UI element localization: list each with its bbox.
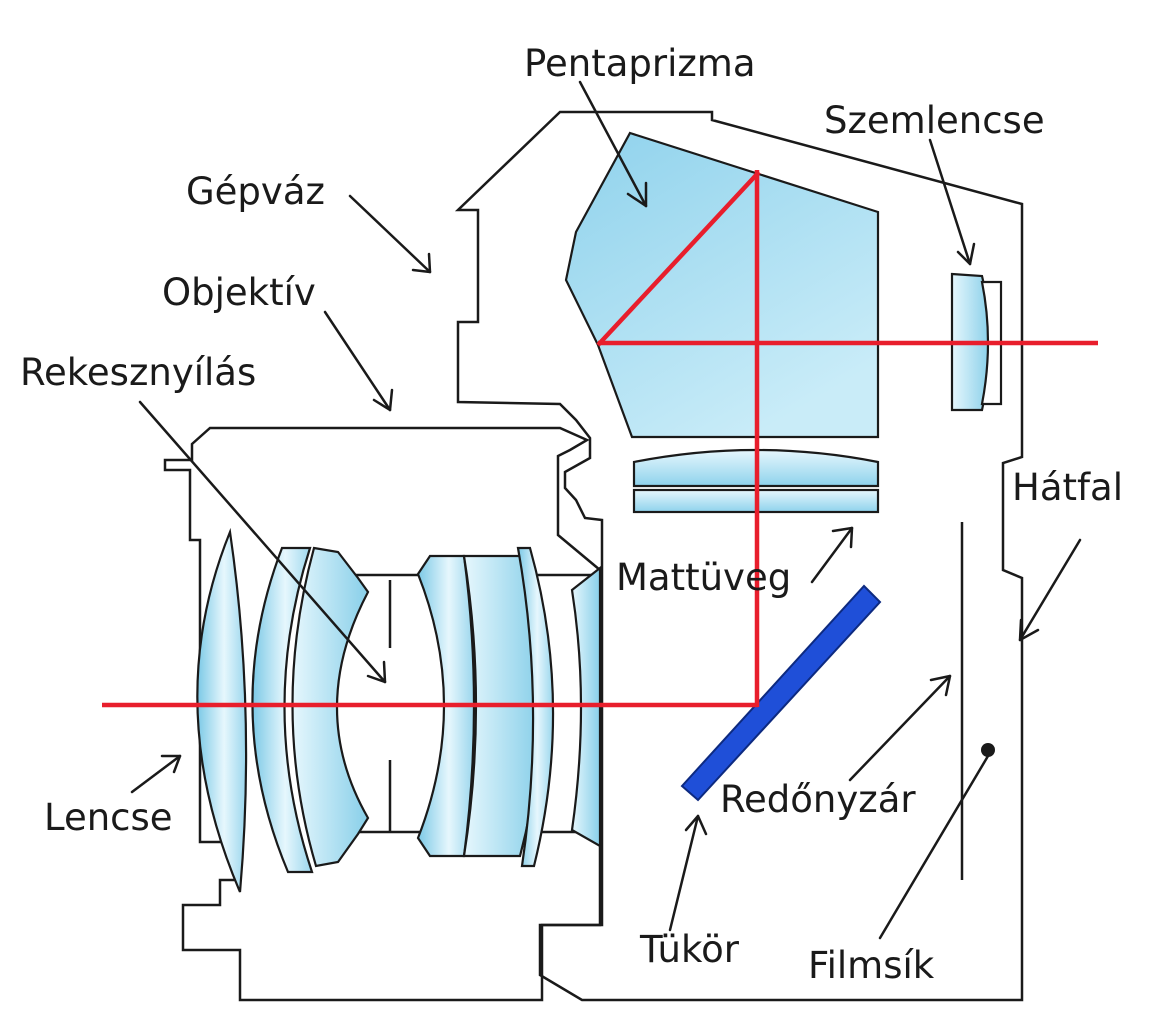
arrow-focusing-screen [810,526,854,584]
lens-element-1 [196,527,248,893]
reflex-mirror [680,584,882,802]
label-aperture: Rekesznyílás [20,351,256,394]
label-mirror: Tükör [639,928,740,971]
arrow-objective [323,310,394,412]
film-plane-dot [981,743,995,757]
arrow-mirror [668,814,708,932]
arrow-eyepiece [928,138,976,266]
pentaprism-shape [564,131,880,439]
lens-element-2 [251,546,314,874]
label-eyepiece: Szemlencse [824,99,1045,142]
arrow-film-plane [878,754,990,940]
label-focusing-screen: Mattüveg [616,556,791,599]
camera-body-outline [454,110,1024,1002]
label-pentaprism: Pentaprizma [524,42,756,85]
label-back-panel: Hátfal [1012,466,1123,509]
label-lens: Lencse [44,796,173,839]
arrow-camera-body [348,194,432,274]
arrow-shutter [848,674,952,782]
label-shutter: Redőnyzár [720,778,916,821]
light-ray-prism-diagonal [596,170,761,347]
label-objective: Objektív [162,271,316,314]
arrow-lens [130,754,182,794]
lens-barrel-outline [163,426,602,1002]
arrow-back-panel [1018,538,1082,642]
label-camera-body: Gépváz [186,170,325,213]
label-film-plane: Filmsík [808,944,935,987]
arrow-aperture [138,400,387,684]
arrow-pentaprism [578,80,648,208]
